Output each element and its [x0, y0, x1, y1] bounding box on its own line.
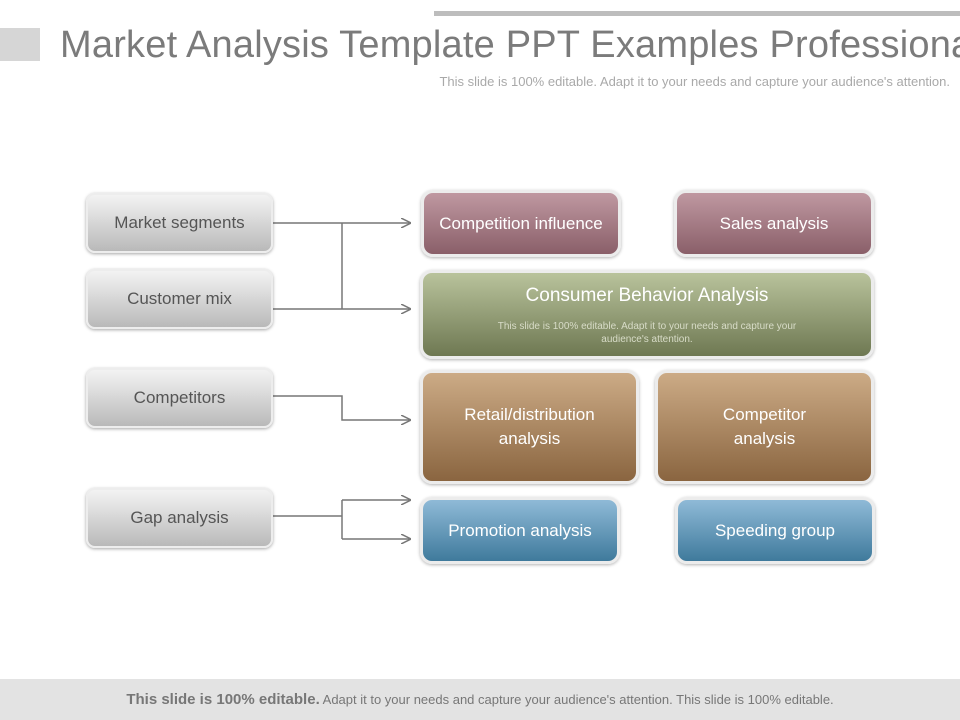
slide-title: Market Analysis Template PPT Examples Pr… — [60, 24, 960, 66]
header-accent-block — [0, 28, 40, 61]
competitors-box: Competitors — [86, 368, 273, 428]
retail-distribution-box: Retail/distribution analysis — [420, 370, 639, 484]
header-accent-bar — [434, 11, 960, 16]
promotion-analysis-label: Promotion analysis — [448, 520, 592, 540]
consumer-behavior-box: Consumer Behavior Analysis This slide is… — [420, 270, 874, 359]
competition-influence-label: Competition influence — [439, 213, 603, 233]
consumer-behavior-body: This slide is 100% editable. Adapt it to… — [497, 320, 797, 345]
sales-analysis-box: Sales analysis — [674, 190, 874, 257]
consumer-behavior-title: Consumer Behavior Analysis — [525, 285, 769, 307]
footer-bold-text: This slide is 100% editable. — [126, 691, 320, 708]
promotion-analysis-box: Promotion analysis — [420, 497, 620, 564]
gap-analysis-box: Gap analysis — [86, 488, 273, 548]
speeding-group-label: Speeding group — [714, 520, 836, 540]
competitor-analysis-box: Competitor analysis — [655, 370, 874, 484]
footer-bar: This slide is 100% editable. Adapt it to… — [0, 679, 960, 720]
market-segments-box: Market segments — [86, 193, 273, 253]
sales-analysis-label: Sales analysis — [719, 213, 829, 233]
footer-text: Adapt it to your needs and capture your … — [319, 692, 834, 707]
retail-distribution-label: Retail/distribution analysis — [464, 405, 595, 448]
customer-mix-box: Customer mix — [86, 269, 273, 329]
competition-influence-box: Competition influence — [421, 190, 621, 257]
slide-subtitle: This slide is 100% editable. Adapt it to… — [439, 74, 950, 89]
speeding-group-box: Speeding group — [675, 497, 875, 564]
competitor-analysis-label: Competitor analysis — [722, 405, 807, 448]
connector-competitors — [273, 395, 410, 420]
